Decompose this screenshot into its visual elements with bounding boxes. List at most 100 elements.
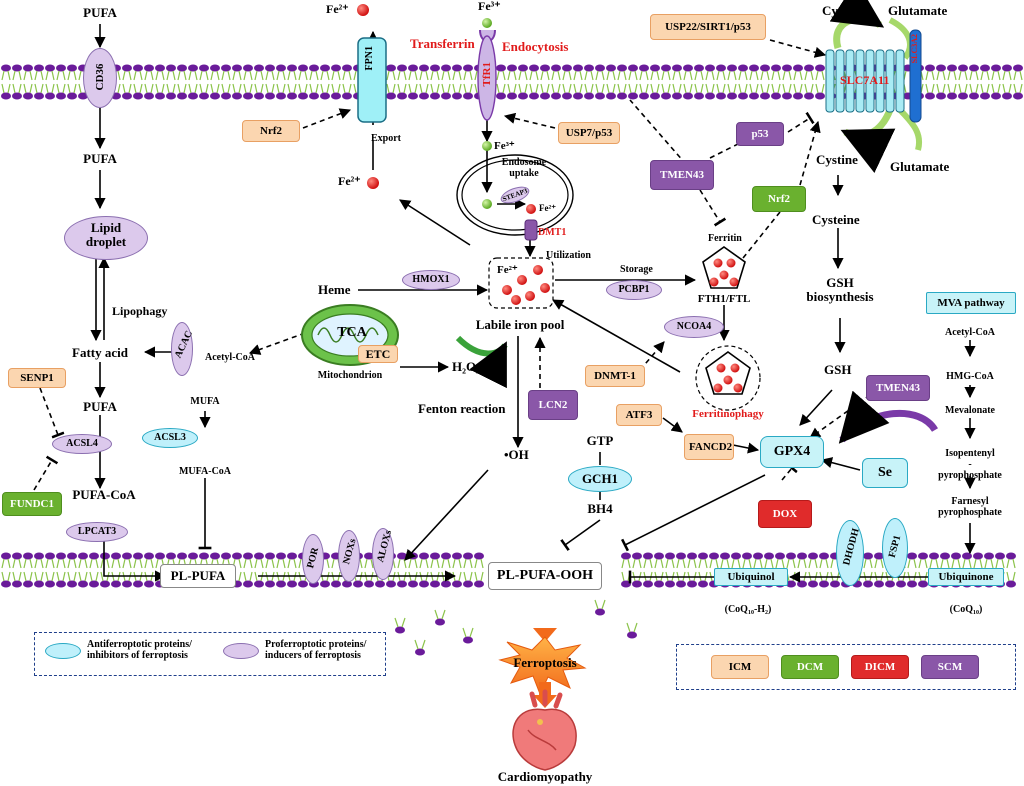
fe2-left-label: Fe²⁺ (338, 174, 361, 188)
por-protein: POR (302, 534, 324, 584)
heart-illustration (512, 689, 577, 771)
storage-label: Storage (620, 264, 653, 275)
fundc1-box: FUNDC1 (2, 492, 62, 516)
lipid-fragment (394, 617, 406, 634)
tca-label: TCA (337, 325, 367, 340)
lip-fe2-label: Fe²⁺ (497, 264, 518, 276)
aloxs-protein: ALOXs (372, 528, 394, 580)
usp7-box: USP7/p53 (558, 122, 620, 144)
hmox1-oval: HMOX1 (402, 270, 460, 290)
nrf2-left-box: Nrf2 (242, 120, 300, 142)
fe3-steap-atom (482, 199, 492, 209)
labile-iron-atom (511, 295, 521, 305)
fe2-endo-label: Fe²⁺ (539, 203, 556, 213)
fatty-acid-label: Fatty acid (72, 345, 128, 360)
gpx4-box: GPX4 (760, 436, 824, 468)
mitochondrion-label: Mitochondrion (317, 370, 383, 381)
dox-box: DOX (758, 500, 812, 528)
labile-iron-atom (517, 275, 527, 285)
pl-pufa-box: PL-PUFA (160, 564, 236, 588)
labile-iron-atom (533, 265, 543, 275)
labile-iron-atom (540, 283, 550, 293)
slc7a11-helix (895, 49, 905, 113)
glutamate-top-label: Glutamate (888, 3, 948, 18)
legend-box-left: Antiferroptotic proteins/ inhibitors of … (34, 632, 386, 676)
labile-iron-atom (525, 291, 535, 301)
mufa-coa-label: MUFA-CoA (178, 466, 232, 477)
legend-dcm: DCM (781, 655, 839, 679)
ferroptosis-arrow-top-head (533, 628, 557, 642)
glutamate-mid-label: Glutamate (890, 159, 950, 174)
ferritinophagy-atoms (713, 363, 743, 393)
fpn1-channel (357, 37, 387, 123)
lipid-fragment (462, 627, 474, 644)
etc-box: ETC (358, 345, 398, 363)
noxs-label: NOXs (341, 537, 359, 566)
slc7a11-helix (825, 49, 835, 113)
fe2-left-atom (367, 177, 379, 189)
slc7a11-helix (865, 49, 875, 113)
ferritin-pentagon (702, 246, 746, 289)
fe2-top-label: Fe²⁺ (326, 2, 349, 16)
ferritinophagy-iron-atom (733, 383, 743, 393)
mva-pathway-box: MVA pathway (926, 292, 1016, 314)
oh-label: •OH (504, 447, 529, 462)
pufa-low-label: PUFA (83, 399, 117, 414)
coq10-label: (CoQ₁₀) (949, 604, 983, 615)
noxs-protein: NOXs (338, 530, 360, 582)
ubiquinol-box: Ubiquinol (714, 568, 788, 586)
nrf2-right-box: Nrf2 (752, 186, 806, 212)
slc7a11-helix (845, 49, 855, 113)
pufa-coa-label: PUFA-CoA (72, 487, 136, 502)
fsp1-protein: FSP1 (882, 518, 908, 578)
ferritin-atoms (709, 258, 739, 287)
slc7a11-helix (835, 49, 845, 113)
mevalonate-label: Mevalonate (945, 405, 995, 416)
cd36-label: CD36 (94, 63, 106, 91)
cd36-protein: CD36 (83, 48, 117, 108)
slc7a11-helix (855, 49, 865, 113)
gsh-label: GSH (824, 362, 852, 377)
slc7a11-label: SLC7A11 (840, 73, 890, 87)
labile-iron-pool-label: Labile iron pool (475, 317, 565, 332)
ferritin-iron-atom (719, 270, 729, 280)
tfr1-label: TfR1 (481, 62, 493, 87)
h2o2-label: H₂O₂ (452, 359, 481, 374)
labile-iron-atoms (502, 265, 550, 305)
lipid-droplet: Lipid droplet (64, 216, 148, 260)
isopentenyl-label: Isopentenyl -pyrophosphate (938, 448, 1002, 481)
cysteine-label: Cysteine (812, 212, 860, 227)
ferritin-label: Ferritin (708, 233, 742, 244)
pufa-mid-label: PUFA (83, 151, 117, 166)
ubiquinone-box: Ubiquinone (928, 568, 1004, 586)
fth1-label: FTH1/FTL (697, 293, 751, 305)
dmt1-label: DMT1 (538, 227, 567, 238)
endosome-inner (461, 159, 569, 231)
lpcat3-oval: LPCAT3 (66, 522, 128, 542)
se-box: Se (862, 458, 908, 488)
ferritin-iron-atom (729, 277, 739, 287)
mufa-label: MUFA (190, 396, 220, 407)
ferritin-iron-atom (713, 258, 723, 268)
ferritin-iron-atom (709, 277, 719, 287)
fe3-top-atom (482, 18, 492, 28)
lipid-fragment (434, 609, 446, 626)
slc3a2-protein (909, 29, 922, 123)
acsl4-oval: ACSL4 (52, 434, 112, 454)
legend-anti-swatch (45, 643, 81, 659)
fsp1-label: FSP1 (886, 534, 904, 559)
heme-label: Heme (318, 282, 351, 297)
dhodh-label: DHODH (841, 527, 862, 567)
gtp-label: GTP (586, 433, 614, 448)
export-label: Export (371, 133, 401, 144)
legend-pro-swatch (223, 643, 259, 659)
fancd2-box: FANCD2 (684, 434, 734, 460)
ferroptosis-label: Ferroptosis (513, 655, 577, 670)
se-curved-arrow (838, 390, 938, 444)
ferritin-iron-atom (726, 258, 736, 268)
acac-label: ACAC (172, 329, 195, 360)
acac-protein: ACAC (171, 322, 195, 376)
cystine-import-arrow (829, 0, 885, 49)
utilization-label: Utilization (546, 250, 591, 261)
